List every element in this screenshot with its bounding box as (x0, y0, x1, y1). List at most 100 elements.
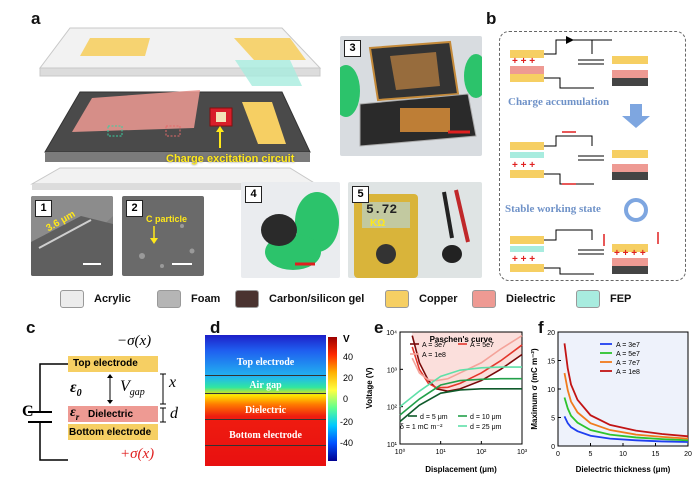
charge-circuit-label: Charge excitation circuit (166, 153, 295, 165)
epsilonr-label: εr (70, 405, 79, 422)
negative-charge-label: −σ(x) (117, 333, 152, 349)
legend-label: Acrylic (94, 293, 131, 305)
colorbar-title: V (343, 334, 350, 345)
legend-label: A = 1e8 (422, 352, 446, 359)
map-divider (205, 393, 326, 394)
legend-label: A = 5e7 (470, 342, 494, 349)
vgap-subscript: gap (129, 387, 145, 399)
layer-label-top-electrode: Top electrode (236, 357, 295, 368)
svg-text:+ + +: + + + (512, 56, 535, 67)
legend-label: d = 25 μm (470, 424, 502, 431)
potential-map: Top electrode Air gap Dielectric Bottom … (205, 335, 326, 466)
charge-accumulation-label: Charge accumulation (508, 96, 610, 108)
inset-number-3: 3 (344, 40, 361, 57)
x-tick-label: 10² (476, 449, 487, 456)
plot-background (558, 332, 688, 446)
epsilon0-subscript: 0 (76, 388, 82, 400)
legend-swatch (60, 290, 84, 308)
legend-label: A = 3e7 (422, 342, 446, 349)
y-tick-label: 10² (387, 405, 398, 412)
y-tick-label: 0 (551, 444, 555, 451)
series-line (563, 397, 689, 442)
sem2-particle-label: C particle (146, 214, 188, 224)
device-exploded-diagram (30, 27, 322, 190)
series-line (399, 366, 522, 408)
legend-label: Dielectric (506, 293, 556, 305)
legend-label: A = 3e7 (616, 342, 640, 349)
device-photo-3: 3 (340, 36, 482, 156)
colorbar-tick: 20 (343, 373, 354, 383)
y-tick-label: 10³ (387, 367, 398, 374)
series-line (411, 334, 523, 382)
legend-label: FEP (610, 293, 632, 305)
map-divider (205, 445, 326, 446)
capacitor-label: C (22, 403, 34, 420)
bottom-electrode-label: Bottom electrode (69, 427, 152, 438)
y-axis-label: Maximum σ (mC m⁻²) (530, 348, 539, 430)
panel-c-circuit (28, 356, 166, 461)
plot-frame (399, 331, 523, 445)
top-electrode-label: Top electrode (73, 358, 138, 369)
y-tick-label: 10¹ (387, 442, 398, 449)
series-line (411, 344, 523, 389)
material-legend: Acrylic Foam Carbon/silicon gel Copper D… (60, 289, 680, 309)
y-tick-label: 20 (547, 330, 555, 337)
x-gap-label: x (169, 374, 177, 391)
y-tick-label: 5 (551, 416, 555, 423)
legend-item-carbon-silicon-gel: Carbon/silicon gel (235, 289, 364, 309)
series-line (399, 377, 522, 416)
legend-label: A = 5e7 (616, 351, 640, 358)
series-line (399, 388, 522, 423)
map-divider (205, 375, 326, 376)
inset-number-4: 4 (245, 186, 262, 203)
layer-label-air-gap: Air gap (249, 380, 282, 391)
inset-number-5: 5 (352, 186, 369, 203)
legend-label: A = 7e7 (616, 360, 640, 367)
dielectric-label: Dielectric (88, 409, 134, 420)
colorbar-tick: 0 (343, 394, 349, 404)
multimeter-unit: KΩ (370, 218, 386, 229)
positive-charge-label: +σ(x) (120, 446, 155, 462)
legend-item-fep: FEP (576, 289, 631, 309)
panel-b-frame (499, 31, 686, 281)
inset-number-2: 2 (126, 200, 143, 217)
legend-item-copper: Copper (385, 289, 458, 309)
legend-swatch (576, 290, 600, 308)
vgap-label: Vgap (120, 378, 145, 398)
legend-label: Copper (419, 293, 458, 305)
legend-item-dielectric: Dielectric (472, 289, 556, 309)
legend-item-foam: Foam (157, 289, 220, 309)
device-photo-4: 4 (241, 182, 340, 278)
svg-text:+ + +: + + + (512, 160, 535, 171)
legend-label: d = 10 μm (470, 414, 502, 421)
y-tick-label: 10 (547, 387, 555, 394)
colorbar (328, 337, 337, 461)
series-line (563, 415, 689, 443)
colorbar-tick: 40 (343, 352, 354, 362)
map-divider (205, 419, 326, 420)
x-tick-label: 10³ (517, 449, 528, 456)
panel-b-circuits: + + + + + + + + + + + + + (510, 36, 659, 275)
epsilonr-symbol: ε (70, 405, 76, 420)
y-axis-label: Voltage (V) (365, 367, 374, 409)
y-tick-label: 10⁴ (386, 330, 397, 337)
layer-label-dielectric: Dielectric (244, 405, 287, 416)
panel-label-d: d (210, 318, 221, 337)
svg-text:+ + + +: + + + + (614, 248, 646, 259)
y-tick-label: 15 (547, 359, 555, 366)
panel-label-b: b (486, 9, 497, 28)
legend-swatch (472, 290, 496, 308)
legend-label: Foam (191, 293, 221, 305)
svg-text:+ + +: + + + (512, 254, 535, 265)
colorbar-tick: -20 (340, 417, 354, 427)
epsilon0-label: ε0 (70, 379, 82, 399)
series-line (563, 372, 689, 440)
x-tick-label: 10¹ (436, 449, 447, 456)
legend-item-acrylic: Acrylic (60, 289, 131, 309)
legend-label: Carbon/silicon gel (269, 293, 365, 305)
panel-label-e: e (374, 318, 384, 337)
panel-label-a: a (31, 9, 41, 28)
inset-number-1: 1 (35, 200, 52, 217)
